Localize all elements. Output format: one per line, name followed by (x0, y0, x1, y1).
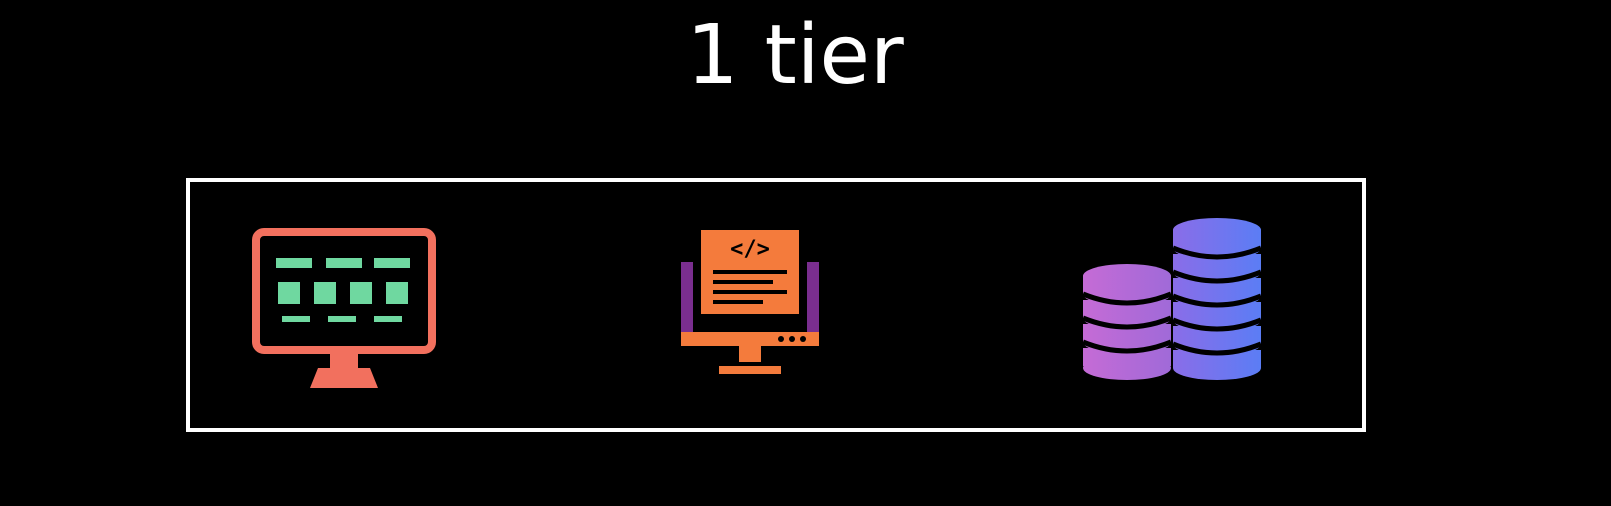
database-stack-icon (1083, 216, 1267, 392)
monitor-ui-icon (252, 228, 436, 394)
svg-text:</>: </> (730, 237, 770, 262)
code-monitor-icon: </> (679, 226, 821, 382)
diagram-title: 1 tier (686, 8, 904, 103)
single-tier-box (186, 178, 1366, 432)
